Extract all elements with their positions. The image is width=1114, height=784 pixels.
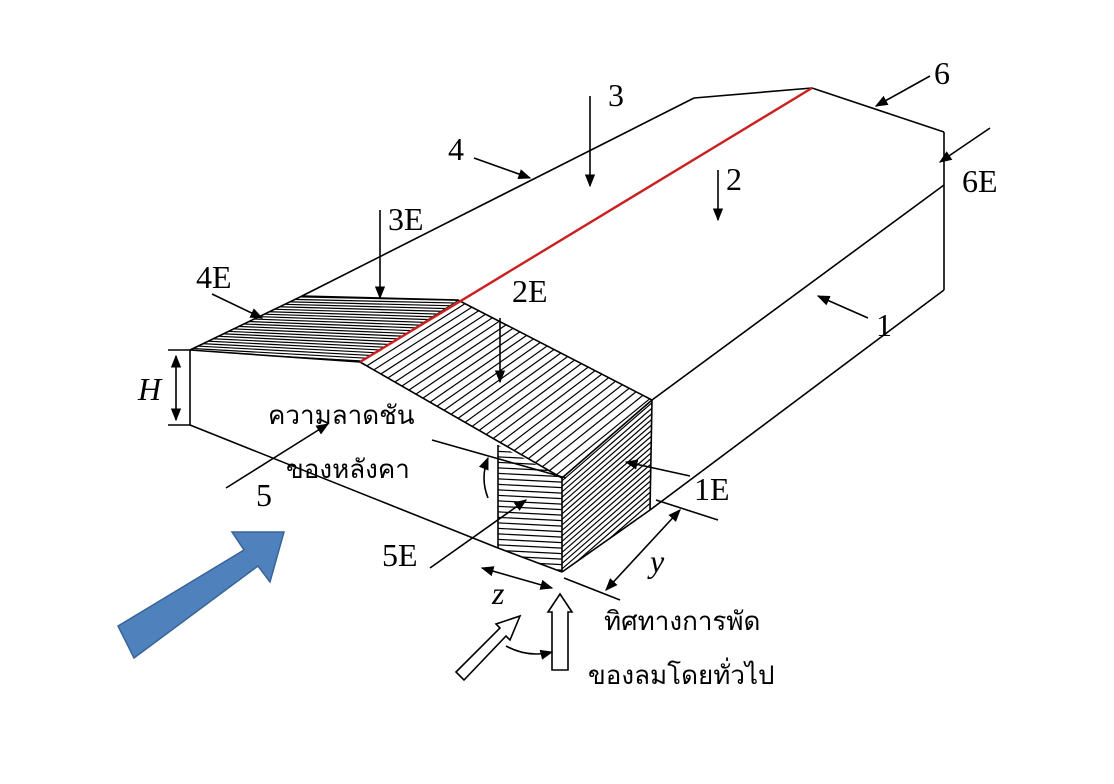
label-dimension-y: y xyxy=(647,543,665,579)
wind-arrow-icon xyxy=(117,531,285,660)
label-zone-4: 4 xyxy=(448,131,464,167)
label-zone-6e: 6E xyxy=(962,163,998,199)
roof-slope-label-line2: ของหลังคา xyxy=(286,455,410,485)
wind-direction-hollow-arrows xyxy=(454,592,574,682)
wind-direction-label-line1: ทิศทางการพัด xyxy=(604,607,760,637)
label-zone-3e: 3E xyxy=(388,201,424,237)
arrow-zone-1 xyxy=(816,295,869,319)
roof-slope-label-line1: ความลาดชัน xyxy=(268,401,415,431)
arrow-zone-5e xyxy=(429,499,528,569)
arrow-zone-6e xyxy=(938,127,991,163)
building-outline xyxy=(189,87,945,573)
arrow-zone-5 xyxy=(225,423,330,489)
label-zone-5: 5 xyxy=(256,477,272,513)
label-dimension-z: z xyxy=(491,575,505,611)
label-zone-5e: 5E xyxy=(382,537,418,573)
label-zone-3: 3 xyxy=(608,77,624,113)
dimension-z xyxy=(480,566,554,590)
label-zone-2e: 2E xyxy=(512,273,548,309)
label-zone-6: 6 xyxy=(934,55,950,91)
arrow-zone-1e xyxy=(624,459,691,477)
arrow-zone-4 xyxy=(473,157,532,179)
wind-direction-label-line2: ของลมโดยทั่วไป xyxy=(588,657,775,691)
label-dimension-h: H xyxy=(137,371,163,407)
label-zone-2: 2 xyxy=(726,161,742,197)
label-zone-1e: 1E xyxy=(694,471,730,507)
roof-end-zone-2e-hatch xyxy=(360,300,652,478)
label-zone-1: 1 xyxy=(876,307,892,343)
dimension-h xyxy=(168,349,190,426)
roof-slope-indicator xyxy=(431,439,567,499)
dimension-y xyxy=(563,499,719,601)
label-zone-4e: 4E xyxy=(196,259,232,295)
arrow-zone-4e xyxy=(211,293,264,319)
ridge-line xyxy=(359,86,813,364)
arrow-zone-6 xyxy=(874,75,931,107)
